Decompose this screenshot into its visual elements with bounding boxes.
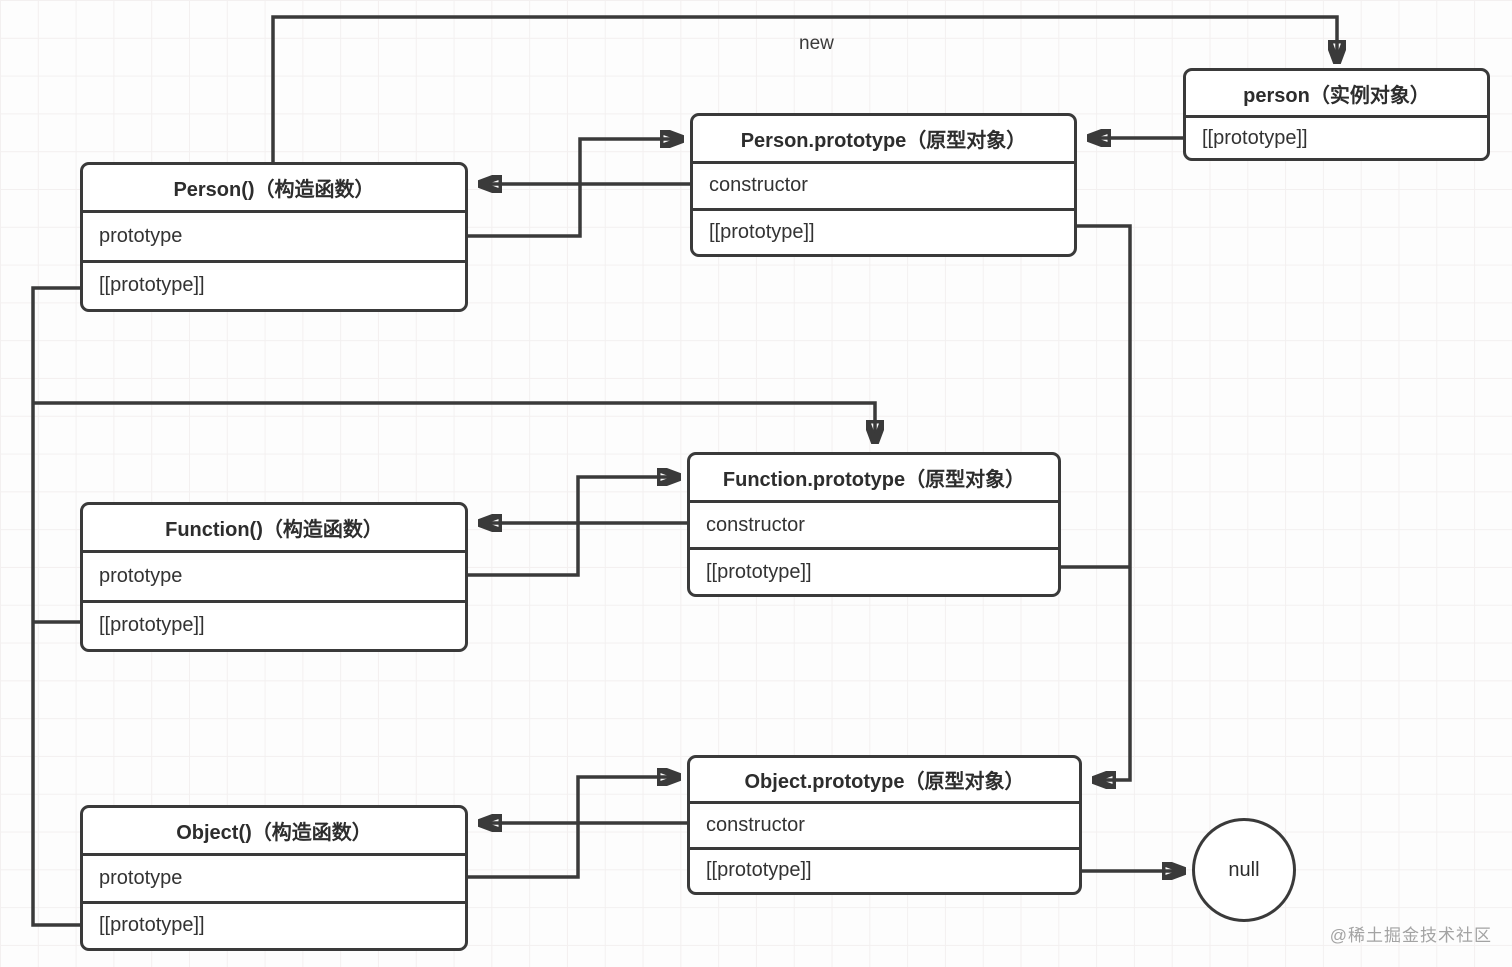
node-function-ctor: Function()（构造函数） prototype [[prototype]] [80, 502, 468, 652]
node-function-proto-row-constructor: constructor [690, 503, 1058, 550]
node-object-proto-title: Object.prototype（原型对象） [690, 758, 1079, 804]
edge-left-spine-ctor-prototypes [31, 286, 80, 927]
node-person-ctor-row-internal-prototype: [[prototype]] [99, 274, 205, 297]
edge-person-proto-prototype-to-object-proto [1077, 224, 1132, 780]
node-object-proto-row-internal-prototype: [[prototype]] [706, 859, 812, 882]
node-function-ctor-row-internal-prototype: [[prototype]] [99, 614, 205, 637]
edge-object-ctor-prototype-to-object-proto [468, 777, 679, 879]
node-object-ctor-title: Object()（构造函数） [83, 808, 465, 856]
node-person-proto-row-constructor: constructor [693, 164, 1074, 211]
node-function-proto: Function.prototype（原型对象） constructor [[p… [687, 452, 1061, 597]
edge-new-person-ctor-to-instance [271, 15, 1337, 162]
node-function-ctor-row-prototype: prototype [83, 553, 465, 603]
node-function-ctor-title: Function()（构造函数） [83, 505, 465, 553]
edge-person-ctor-prototype-to-person-proto [468, 139, 682, 238]
node-function-proto-row-internal-prototype: [[prototype]] [706, 560, 812, 583]
watermark: @稀土掘金技术社区 [1329, 926, 1492, 945]
node-person-ctor-title: Person()（构造函数） [83, 165, 465, 213]
new-label: new [799, 33, 834, 54]
node-person-proto: Person.prototype（原型对象） constructor [[pro… [690, 113, 1077, 257]
node-person-ctor-row-prototype: prototype [83, 213, 465, 263]
node-object-ctor-row-internal-prototype: [[prototype]] [99, 914, 205, 937]
node-function-proto-title: Function.prototype（原型对象） [690, 455, 1058, 503]
node-person-instance-title: person（实例对象） [1186, 71, 1487, 118]
node-object-ctor-row-prototype: prototype [83, 856, 465, 904]
node-person-proto-title: Person.prototype（原型对象） [693, 116, 1074, 164]
node-object-proto-row-constructor: constructor [690, 804, 1079, 850]
node-object-proto: Object.prototype（原型对象） constructor [[pro… [687, 755, 1082, 895]
node-person-instance: person（实例对象） [[prototype]] [1183, 68, 1490, 161]
node-person-proto-row-internal-prototype: [[prototype]] [709, 220, 815, 243]
edge-ctors-to-function-proto [33, 401, 875, 442]
node-person-ctor: Person()（构造函数） prototype [[prototype]] [80, 162, 468, 312]
node-object-ctor: Object()（构造函数） prototype [[prototype]] [80, 805, 468, 951]
node-person-instance-row-prototype: [[prototype]] [1202, 126, 1308, 149]
null-node: null [1192, 818, 1296, 922]
edge-function-ctor-prototype-to-function-proto [468, 477, 679, 577]
